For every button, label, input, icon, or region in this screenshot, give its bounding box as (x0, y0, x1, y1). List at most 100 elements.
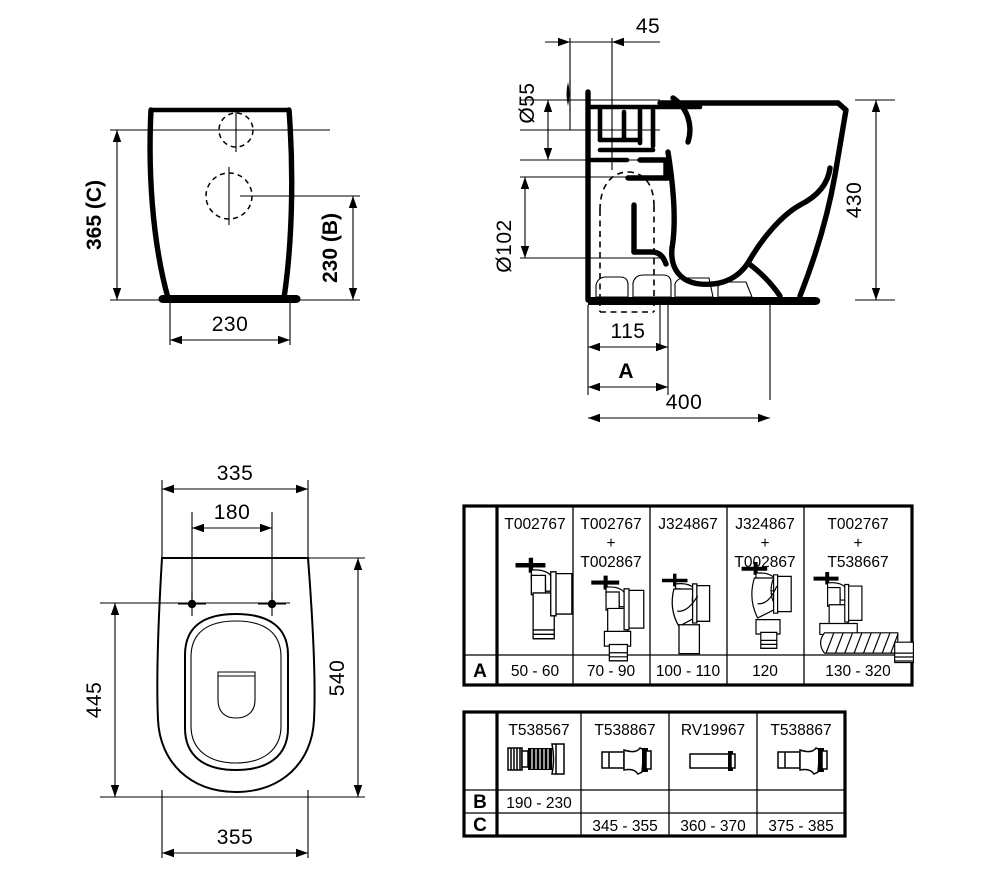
table-bc-row-label-b: B (473, 792, 487, 813)
front-fixing-hole-lower (205, 167, 253, 225)
dim-365-C: 365 (C) (83, 130, 122, 300)
table-a-col-5-range: 130 - 320 (825, 663, 891, 680)
side-floor-feet (595, 274, 753, 298)
elbow-connector-extended-icon (591, 575, 645, 662)
dim-540-label: 540 (326, 660, 349, 697)
dim-dia55-label: Ø55 (516, 82, 539, 123)
side-floor-slab (588, 297, 821, 305)
table-a-col-5: T002767 + T538667 (813, 516, 914, 680)
table-bc-col-3-code: RV19967 (681, 722, 745, 739)
side-section-view: 45 Ø55 Ø102 430 (493, 15, 895, 423)
front-elevation-view: 365 (C) 230 (B) 230 (83, 107, 360, 345)
dim-A: A (588, 360, 668, 392)
dim-230-base-label: 230 (212, 313, 249, 336)
table-a-col-2-plus: + (606, 535, 615, 552)
dim-dia102: Ø102 (493, 177, 530, 273)
dim-540: 540 (326, 558, 363, 797)
dim-365-C-label: 365 (C) (83, 180, 106, 250)
table-a-col-1: T002767 50 - 60 (504, 516, 573, 680)
side-extension-lines (520, 38, 895, 400)
table-a-col-2: T002767 + T002867 (580, 516, 645, 680)
plan-seat-outline (156, 557, 316, 794)
table-a-col-4-code-2: T002867 (734, 554, 795, 571)
table-a-col-5-code-2: T538667 (827, 554, 888, 571)
dim-230-B: 230 (B) (319, 196, 358, 300)
dim-430: 430 (843, 100, 881, 300)
plan-flush-detail (217, 671, 256, 719)
front-base-slab (158, 295, 301, 303)
dim-180: 180 (192, 501, 272, 533)
angled-short-connector-icon-2 (777, 747, 828, 775)
table-a-col-3-range: 100 - 110 (656, 663, 721, 680)
offset-connector-icon (662, 573, 711, 655)
table-bc: B C T538567 (462, 710, 847, 838)
table-a-col-1-code: T002767 (504, 516, 565, 533)
table-a-col-4-code-1: J324867 (735, 516, 794, 533)
dim-230-base: 230 (170, 313, 290, 345)
front-fixing-hole-upper (218, 108, 254, 152)
table-bc-col-4-code: T538867 (770, 722, 831, 739)
dim-45: 45 (545, 15, 660, 47)
dim-115: 115 (588, 320, 668, 352)
dim-230-B-label: 230 (B) (319, 213, 342, 283)
elbow-connector-icon (515, 557, 573, 640)
table-bc-col-2-code: T538867 (594, 722, 655, 739)
dim-335-label: 335 (217, 462, 254, 485)
plan-fixing-hole-right (258, 592, 286, 616)
dim-430-label: 430 (843, 182, 866, 219)
table-bc-col-4-c: 375 - 385 (768, 818, 834, 835)
dim-445-label: 445 (83, 682, 106, 719)
table-bc-col-1-code: T538567 (508, 722, 569, 739)
dim-445: 445 (83, 603, 120, 797)
table-bc-row-label-c: C (473, 815, 487, 836)
table-a-col-4-plus: + (760, 535, 769, 552)
table-bc-col-1: T538567 (506, 722, 572, 812)
table-a: A T002767 (462, 504, 914, 687)
table-a-col-2-code-2: T002867 (580, 554, 641, 571)
dim-355: 355 (162, 826, 308, 858)
dim-335: 335 (162, 462, 308, 494)
table-a-col-4: J324867 + T002867 (734, 516, 795, 680)
side-hidden-outlet-pipe (599, 171, 655, 313)
table-a-row-label: A (473, 661, 487, 682)
dim-400-label: 400 (666, 391, 703, 414)
table-a-col-3-code: J324867 (658, 516, 717, 533)
side-pan-outline (625, 95, 849, 299)
side-flush-mechanism (585, 104, 703, 163)
dim-A-label: A (618, 360, 633, 383)
dim-180-label: 180 (214, 501, 251, 524)
table-a-col-1-range: 50 - 60 (511, 663, 560, 680)
straight-short-connector-icon (689, 751, 736, 771)
table-bc-col-3-c: 360 - 370 (680, 818, 746, 835)
table-a-col-4-range: 120 (752, 663, 778, 680)
plan-view: 335 180 445 540 (83, 462, 365, 858)
plan-fixing-hole-left (178, 592, 206, 616)
dim-115-label: 115 (611, 320, 646, 343)
table-bc-col-1-b: 190 - 230 (506, 795, 572, 812)
table-a-col-2-code-1: T002767 (580, 516, 641, 533)
angled-short-connector-icon (601, 747, 652, 775)
front-pan-outline (147, 107, 171, 301)
table-a-col-3: J324867 100 - 110 (656, 516, 721, 680)
table-a-col-5-code-1: T002767 (827, 516, 888, 533)
flexible-bellows-connector-icon (507, 743, 565, 775)
dim-45-label: 45 (636, 15, 660, 38)
offset-connector-extended-icon (741, 562, 792, 650)
plan-bowl-opening-inner (190, 620, 282, 764)
dim-dia102-label: Ø102 (493, 219, 516, 272)
table-bc-col-4: T538867 375 - 385 (768, 722, 834, 835)
table-bc-col-2-c: 345 - 355 (592, 818, 658, 835)
table-a-col-2-range: 70 - 90 (587, 663, 636, 680)
front-pan-outline-right (281, 107, 295, 301)
dim-dia55: Ø55 (516, 82, 553, 160)
dim-400: 400 (588, 391, 770, 423)
side-dim-tick (566, 82, 570, 106)
table-bc-col-3: RV19967 360 - 370 (680, 722, 746, 835)
elbow-with-flex-pipe-icon (813, 572, 914, 664)
dim-355-label: 355 (217, 826, 254, 849)
plan-bowl-opening-outer (184, 612, 289, 772)
table-bc-col-2: T538867 345 - 355 (592, 722, 658, 835)
table-a-col-5-plus: + (853, 535, 862, 552)
